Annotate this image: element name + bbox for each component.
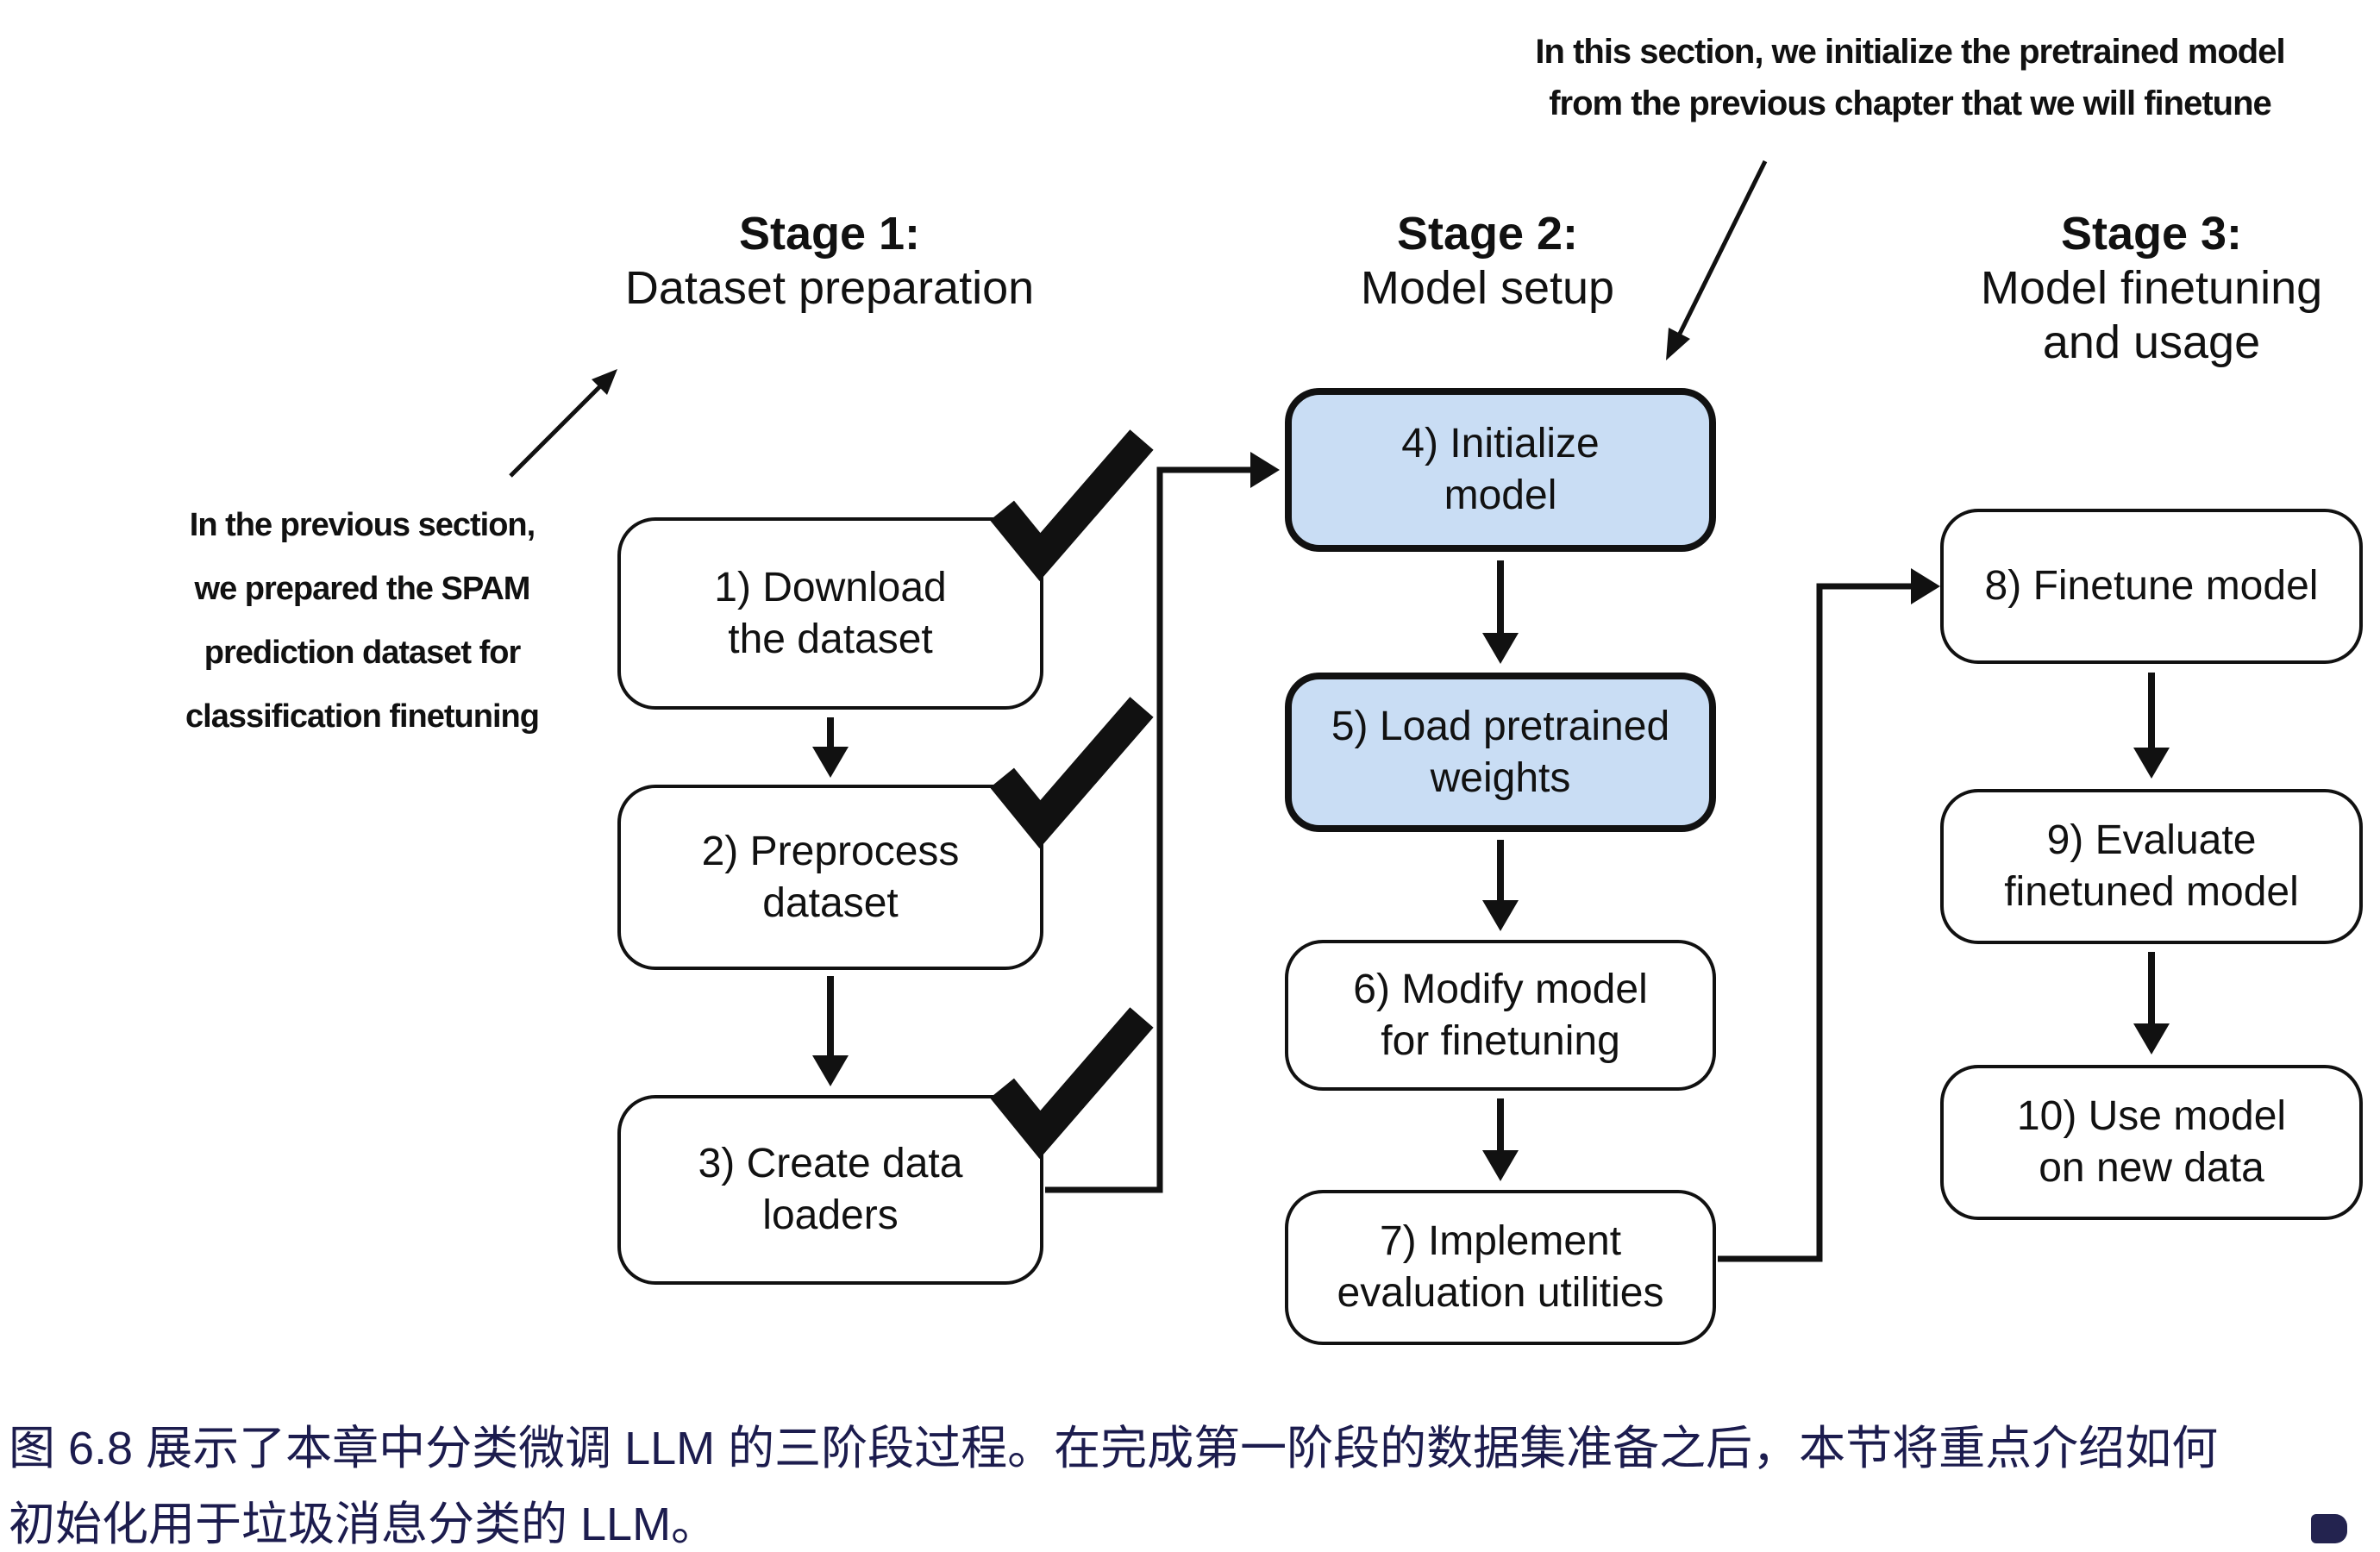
stage1-title: Stage 1: xyxy=(738,208,921,260)
stage2-subtitle: Model setup xyxy=(1360,262,1615,314)
cursor-dot xyxy=(2311,1514,2347,1543)
flow-box-download-dataset: 1) Download the dataset xyxy=(617,517,1043,710)
flow-arrow-5-6 xyxy=(1482,840,1519,931)
flow-box-use-model: 10) Use model on new data xyxy=(1940,1065,2363,1220)
flow-box-preprocess-dataset: 2) Preprocess dataset xyxy=(617,785,1043,970)
flow-arrow-8-9 xyxy=(2133,673,2170,779)
annotation-top: In this section, we initialize the pretr… xyxy=(1535,33,2285,122)
stage1-subtitle: Dataset preparation xyxy=(624,262,1035,314)
flow-arrow-1-2 xyxy=(812,717,849,778)
flow-box-load-pretrained-weights: 5) Load pretrained weights xyxy=(1285,673,1716,832)
annotation-left: In the previous section, we prepared the… xyxy=(185,507,540,735)
flow-arrow-4-5 xyxy=(1482,560,1519,664)
stage3-header: Stage 3: Model finetuning and usage xyxy=(1893,207,2380,370)
annotation-arrow-left xyxy=(509,369,617,478)
flow-box-initialize-model: 4) Initialize model xyxy=(1285,388,1716,552)
flow-arrow-6-7 xyxy=(1482,1098,1519,1181)
connector-elbow-7-8 xyxy=(1718,568,1940,1262)
stage2-header: Stage 2: Model setup xyxy=(1229,207,1746,316)
stage3-subtitle: Model finetuning and usage xyxy=(1980,262,2323,368)
connector-elbow-3-4 xyxy=(1045,452,1280,1193)
flow-box-modify-model: 6) Modify model for finetuning xyxy=(1285,940,1716,1091)
flow-box-evaluation-utilities: 7) Implement evaluation utilities xyxy=(1285,1190,1716,1345)
flow-box-create-data-loaders: 3) Create data loaders xyxy=(617,1095,1043,1285)
flow-box-finetune-model: 8) Finetune model xyxy=(1940,509,2363,664)
flow-arrow-9-10 xyxy=(2133,952,2170,1054)
stage2-title: Stage 2: xyxy=(1396,208,1579,260)
stage3-title: Stage 3: xyxy=(2060,208,2243,260)
flow-arrow-2-3 xyxy=(812,976,849,1086)
figure-caption: 图 6.8 展示了本章中分类微调 LLM 的三阶段过程。在完成第一阶段的数据集准… xyxy=(9,1423,2219,1550)
stage1-header: Stage 1: Dataset preparation xyxy=(571,207,1088,316)
flow-box-evaluate-model: 9) Evaluate finetuned model xyxy=(1940,789,2363,944)
